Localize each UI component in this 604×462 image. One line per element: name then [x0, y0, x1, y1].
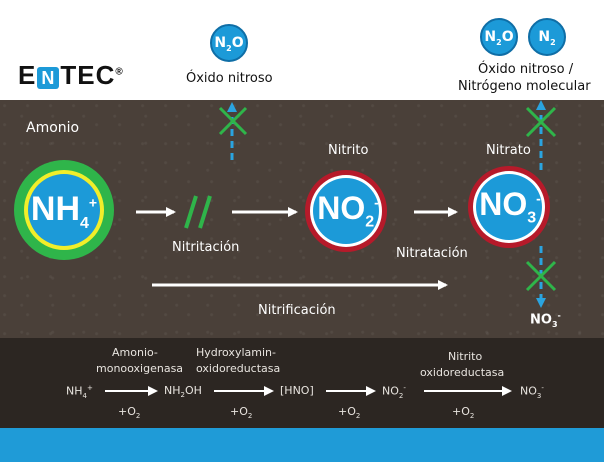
- oxygen-3: +O2: [338, 405, 361, 421]
- enzyme-2-line-2: oxidoreductasa: [196, 362, 281, 375]
- enzyme-3-line-1: Nitrito: [448, 350, 483, 363]
- logo-letters-tec: TEC: [60, 60, 116, 90]
- species-no3: NO3-: [520, 384, 544, 400]
- species-no2: NO2-: [382, 384, 406, 400]
- groundwater-layer: [0, 428, 604, 462]
- enzyme-3-line-2: oxidoreductasa: [420, 366, 505, 379]
- label-oxido-nitroso-right: Óxido nitroso /: [478, 62, 574, 77]
- oxygen-1: +O2: [118, 405, 141, 421]
- enzyme-1-line-2: monooxigenasa: [96, 362, 184, 375]
- species-nh4: NH4+: [66, 384, 93, 400]
- n2o-badge-left: N2O: [210, 24, 248, 62]
- species-hno: [HNO]: [280, 384, 314, 397]
- label-amonio: Amonio: [26, 120, 80, 136]
- blocked-cross-right-bottom: [525, 260, 557, 292]
- label-nitrificacion: Nitrificación: [258, 303, 336, 318]
- no3-circle: [468, 166, 550, 248]
- blocked-cross-left: [218, 106, 248, 136]
- inhibitor-marks: [184, 195, 212, 229]
- blocked-cross-right-top: [525, 106, 557, 138]
- logo-registered: ®: [115, 66, 124, 78]
- n2-badge: N2: [528, 18, 566, 56]
- no3-formula: NO3-: [479, 186, 541, 227]
- logo-letter-e: E: [18, 60, 37, 90]
- n2o-badge-right: N2O: [480, 18, 518, 56]
- label-nitrogeno-molecular: Nitrógeno molecular: [458, 79, 591, 94]
- label-nitratacion: Nitratación: [396, 246, 468, 261]
- leached-nitrate-label: NO3-: [530, 311, 561, 329]
- reaction-band: [0, 338, 604, 428]
- label-nitritacion: Nitritación: [172, 240, 240, 255]
- oxygen-4: +O2: [452, 405, 475, 421]
- oxygen-2: +O2: [230, 405, 253, 421]
- species-nh2oh: NH2OH: [164, 384, 202, 400]
- enzyme-2-line-1: Hydroxylamin-: [196, 346, 276, 359]
- label-oxido-nitroso-left: Óxido nitroso: [186, 71, 273, 86]
- enzyme-1-line-1: Amonio-: [112, 346, 158, 359]
- logo-n-mark: N: [37, 67, 60, 89]
- no2-circle: [305, 170, 387, 252]
- label-nitrito: Nitrito: [328, 143, 369, 158]
- nh4-formula: NH4+: [30, 190, 98, 232]
- nh4-circle: [14, 160, 114, 260]
- label-nitrato: Nitrato: [486, 143, 531, 158]
- no2-formula: NO2-: [317, 190, 379, 231]
